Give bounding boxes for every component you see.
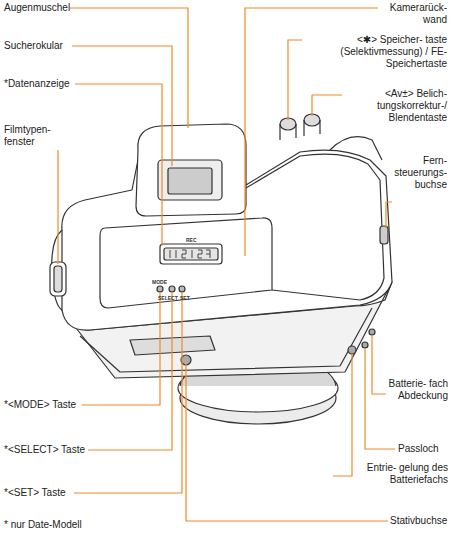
part-label: Filmtypen- fenster <box>4 124 64 148</box>
part-label: Entrie- gelung des Batteriefachs <box>330 462 448 486</box>
panel-marking: SELECT <box>158 295 178 301</box>
eyepiece <box>158 160 222 200</box>
leader-line <box>365 348 395 449</box>
leader-line <box>70 8 188 128</box>
lcd-window <box>164 248 218 260</box>
top-dial <box>330 137 382 160</box>
data-display <box>160 244 222 264</box>
leader-line <box>372 335 386 394</box>
leader-line <box>333 354 352 476</box>
film-window <box>50 262 66 296</box>
part-label: <Av±> Belich- tungskorrektur-/ Blendenta… <box>345 88 447 124</box>
part-label: *<MODE> Taste <box>4 399 76 411</box>
panel-marking: REC <box>186 237 197 243</box>
part-label: *<SET> Taste <box>4 487 66 499</box>
select-button <box>169 286 175 292</box>
leader-line <box>74 292 182 493</box>
leader-line <box>72 46 172 166</box>
leader-line <box>312 95 342 116</box>
leader-line <box>57 150 58 264</box>
back-door <box>100 218 272 308</box>
leader-lines <box>58 8 395 521</box>
leader-line <box>288 40 302 120</box>
locating-hole <box>362 342 368 348</box>
battery-release <box>348 346 356 354</box>
eyepiece-glass <box>168 168 212 194</box>
part-label: Fern- steuerungs- buchse <box>390 155 447 191</box>
panel-marking: MODE <box>152 279 167 285</box>
leader-line <box>88 292 172 450</box>
part-label: Augenmuschel <box>4 2 70 14</box>
part-label: *<SELECT> Taste <box>4 444 85 456</box>
part-label: * nur Date-Modell <box>4 519 82 531</box>
eyecup <box>136 124 246 216</box>
part-label: Stativbuchse <box>390 515 447 527</box>
part-label: Batterie- fach Abdeckung <box>372 378 448 402</box>
panel-marking: SET <box>180 295 190 301</box>
leader-line <box>386 202 392 228</box>
leader-line <box>245 8 378 256</box>
leader-line <box>186 364 388 521</box>
set-button <box>179 286 185 292</box>
part-label: Sucherokular <box>4 40 63 52</box>
part-label: Passloch <box>398 443 439 455</box>
part-label: Kamerarück- wand <box>381 2 447 26</box>
grip <box>246 154 384 300</box>
part-label: *Datenanzeige <box>4 78 70 90</box>
button-housing <box>280 120 320 140</box>
remote-socket <box>380 226 388 244</box>
battery-cover <box>369 329 375 335</box>
mode-button <box>157 286 163 292</box>
leader-line <box>82 292 160 405</box>
part-label: <✱> Speicher- taste (Selektivmessung) / … <box>305 34 447 70</box>
leader-line <box>75 84 162 246</box>
film-window-glass <box>54 266 62 292</box>
